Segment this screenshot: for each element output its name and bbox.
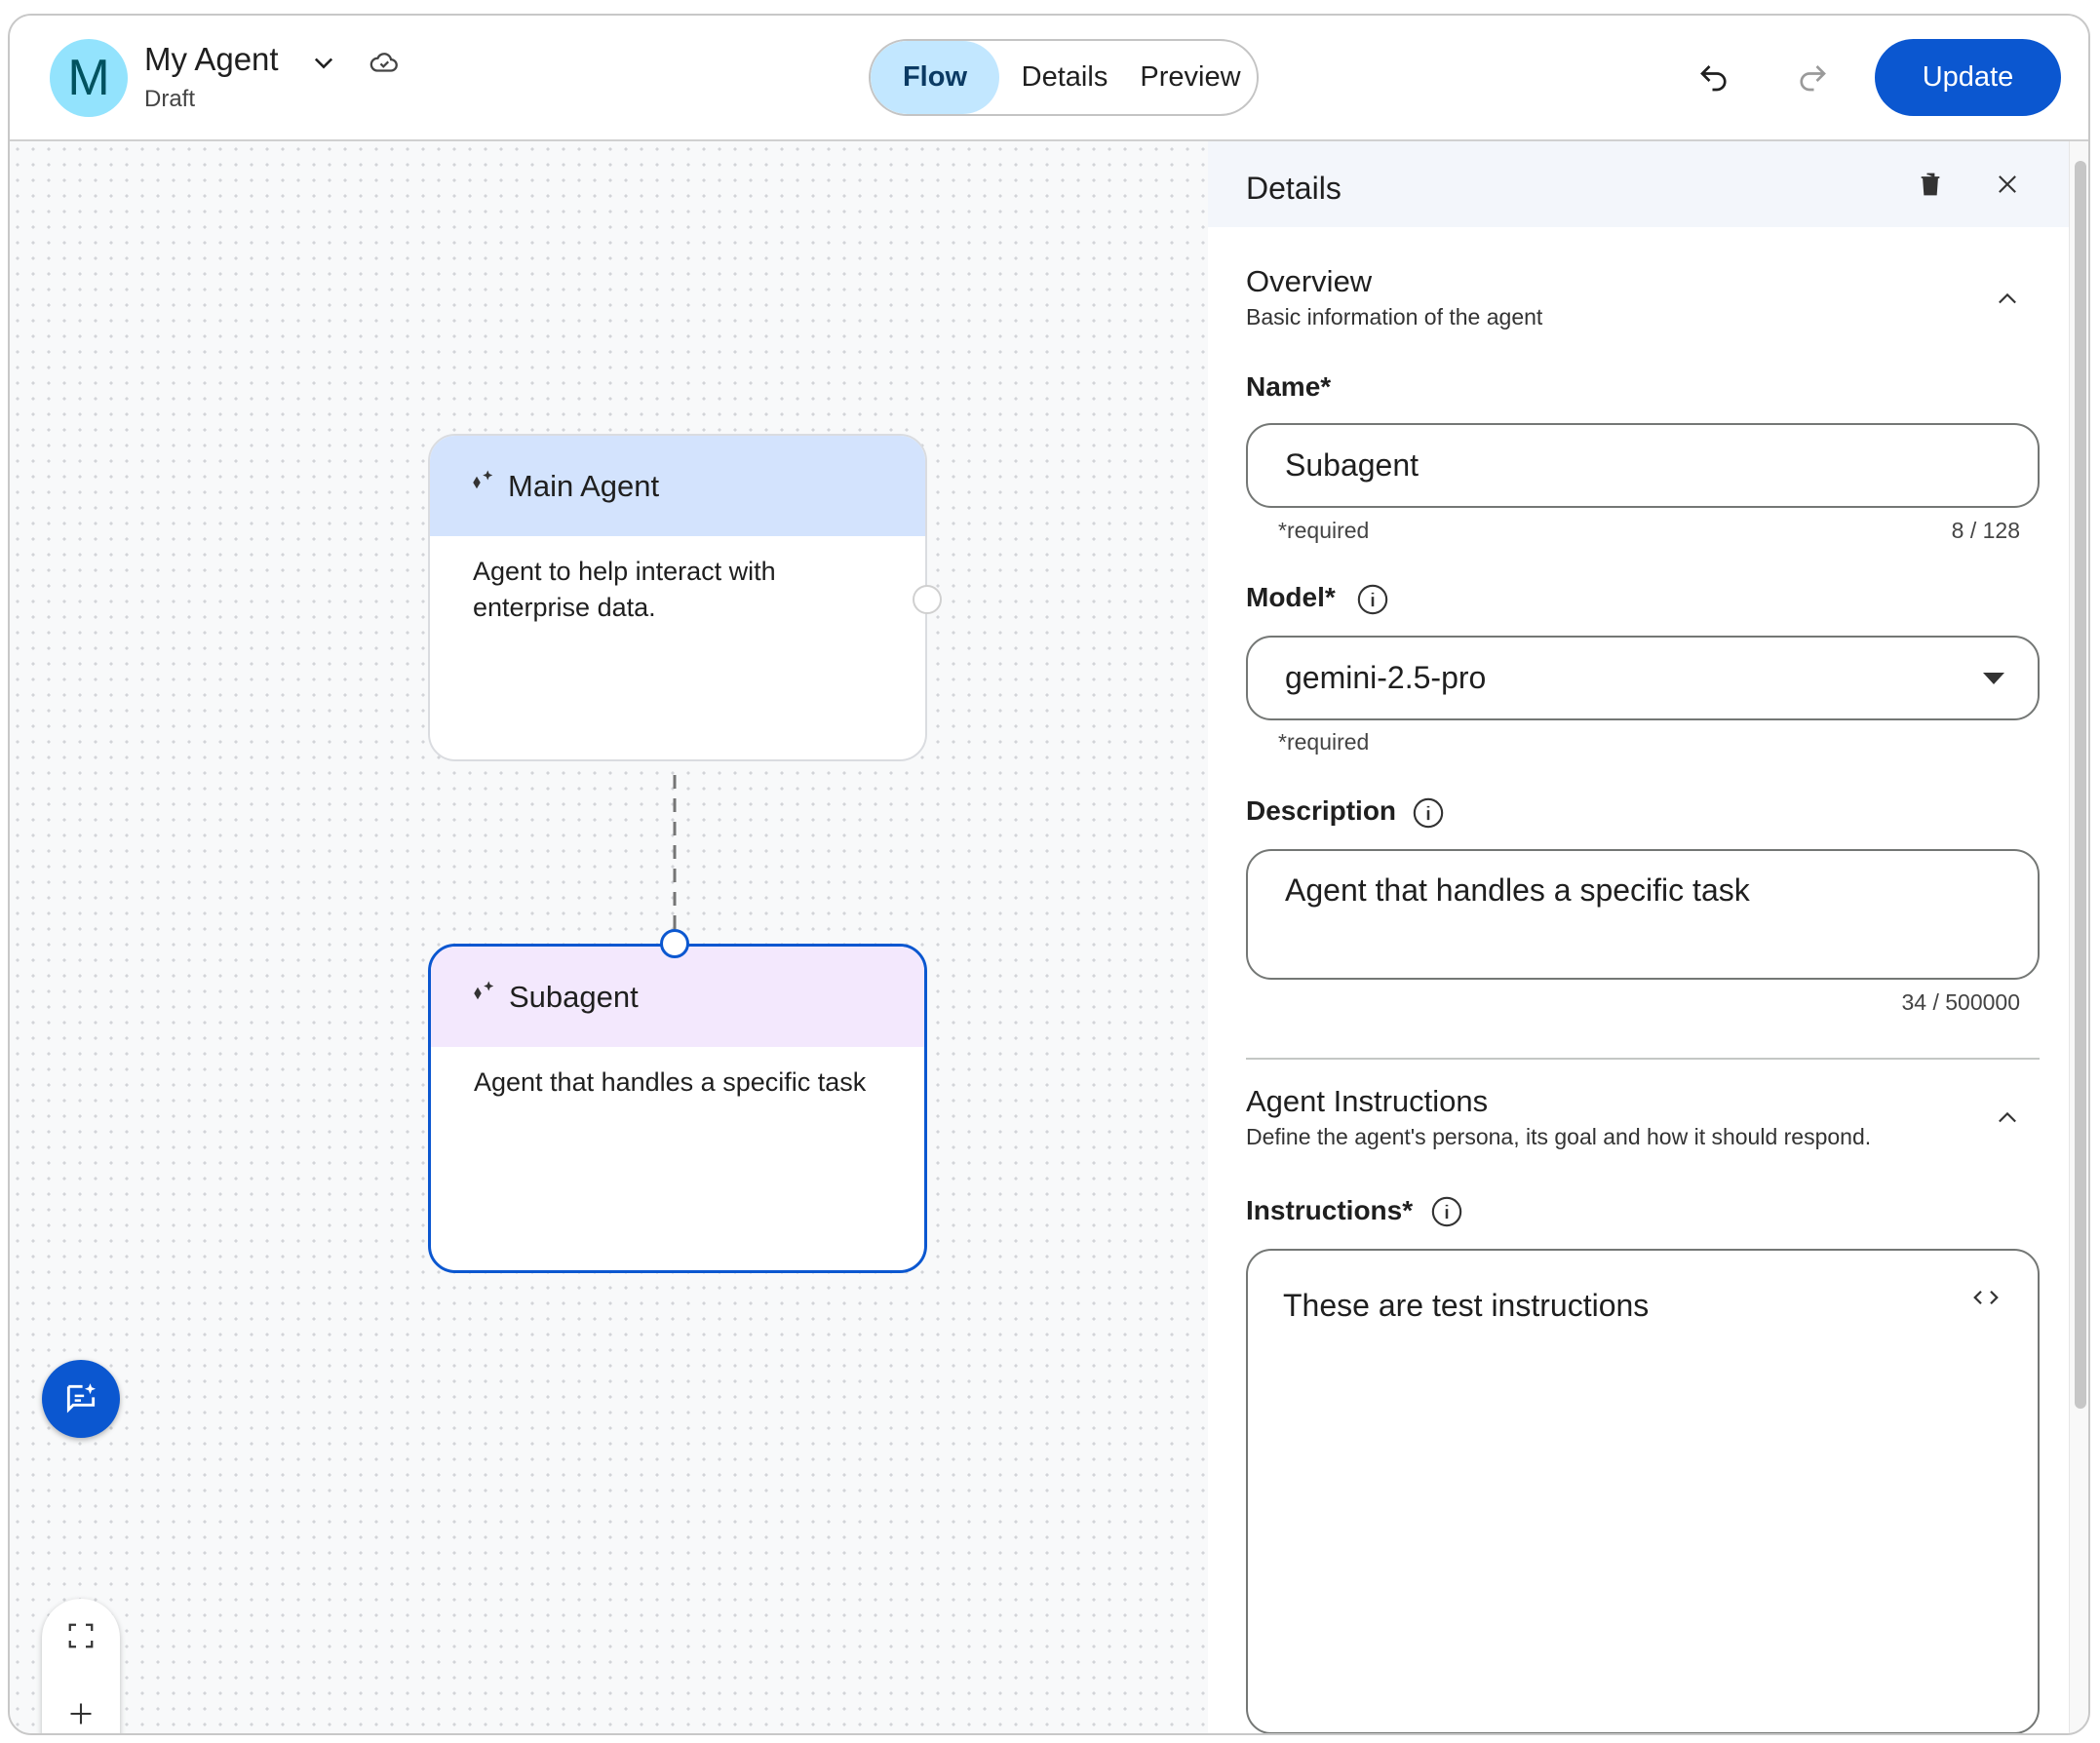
node-subagent[interactable]: Subagent Agent that handles a specific t… (428, 944, 927, 1273)
model-select[interactable]: gemini-2.5-pro (1246, 636, 2040, 720)
sparkle-icon (467, 468, 496, 505)
instructions-label: Instructions* (1246, 1195, 1414, 1225)
code-view-icon[interactable] (1959, 1270, 2013, 1325)
ai-chat-button[interactable] (42, 1360, 120, 1438)
update-button[interactable]: Update (1875, 39, 2061, 116)
panel-header: Details (1208, 141, 2069, 227)
agent-title: My Agent (144, 41, 279, 77)
name-label: Name* (1246, 371, 1332, 402)
details-panel: Details Overview Basic information of th… (1208, 141, 2069, 1733)
top-bar: M My Agent Draft Flow Details Preview Up… (10, 16, 2088, 141)
fit-view-icon[interactable] (54, 1608, 108, 1663)
name-counter: 8 / 128 (1951, 518, 2020, 543)
sparkle-icon (468, 979, 497, 1016)
tab-preview[interactable]: Preview (1140, 61, 1241, 93)
instructions-section-subtitle: Define the agent's persona, its goal and… (1246, 1124, 1872, 1149)
undo-icon[interactable] (1687, 51, 1741, 105)
panel-scrollbar[interactable] (2069, 141, 2088, 1733)
node-description: Agent to help interact with enterprise d… (473, 557, 776, 622)
zoom-in-icon[interactable] (54, 1686, 108, 1733)
overview-title: Overview (1246, 264, 1373, 298)
scrollbar-thumb[interactable] (2075, 161, 2086, 1409)
name-input[interactable]: Subagent (1246, 423, 2040, 508)
node-title: Subagent (509, 979, 639, 1014)
node-main-agent[interactable]: Main Agent Agent to help interact with e… (428, 434, 927, 761)
connector-line (673, 775, 677, 933)
zoom-controls (42, 1599, 120, 1733)
instructions-info-icon[interactable] (1430, 1195, 1463, 1233)
node-header: Subagent (431, 947, 924, 1047)
tab-details[interactable]: Details (1021, 61, 1108, 93)
description-info-icon[interactable] (1412, 796, 1445, 834)
output-handle[interactable] (913, 585, 942, 614)
instructions-section-title: Agent Instructions (1246, 1084, 1489, 1118)
model-value: gemini-2.5-pro (1285, 660, 1487, 695)
draft-status: Draft (144, 86, 196, 112)
dropdown-arrow-icon (1983, 673, 2004, 684)
overview-subtitle: Basic information of the agent (1246, 304, 1543, 329)
collapse-overview-icon[interactable] (1980, 272, 2035, 327)
close-icon[interactable] (1980, 157, 2035, 212)
chevron-down-icon[interactable] (296, 35, 351, 90)
chat-spark-icon (66, 1383, 97, 1414)
instructions-textarea[interactable]: These are test instructions (1246, 1249, 2040, 1733)
node-title: Main Agent (508, 468, 660, 503)
panel-title: Details (1246, 171, 1342, 206)
flow-canvas[interactable]: Main Agent Agent to help interact with e… (10, 141, 1208, 1733)
view-tabs: Flow Details Preview (869, 39, 1259, 116)
description-textarea[interactable]: Agent that handles a specific task (1246, 849, 2040, 980)
tab-flow[interactable]: Flow (871, 41, 999, 114)
delete-icon[interactable] (1903, 157, 1958, 212)
section-divider (1246, 1058, 2040, 1060)
node-header: Main Agent (430, 436, 925, 536)
input-handle[interactable] (660, 929, 689, 958)
collapse-instructions-icon[interactable] (1980, 1091, 2035, 1145)
name-helper: *required (1278, 518, 1370, 543)
description-counter: 34 / 500000 (1901, 989, 2020, 1015)
redo-icon[interactable] (1785, 51, 1840, 105)
app-window: M My Agent Draft Flow Details Preview Up… (8, 14, 2090, 1735)
model-info-icon[interactable] (1356, 583, 1389, 621)
avatar[interactable]: M (50, 39, 128, 117)
model-label: Model* (1246, 582, 1336, 612)
cloud-saved-icon (357, 35, 411, 90)
node-description: Agent that handles a specific task (474, 1067, 867, 1097)
description-label: Description (1246, 795, 1397, 826)
model-helper: *required (1278, 729, 1370, 755)
